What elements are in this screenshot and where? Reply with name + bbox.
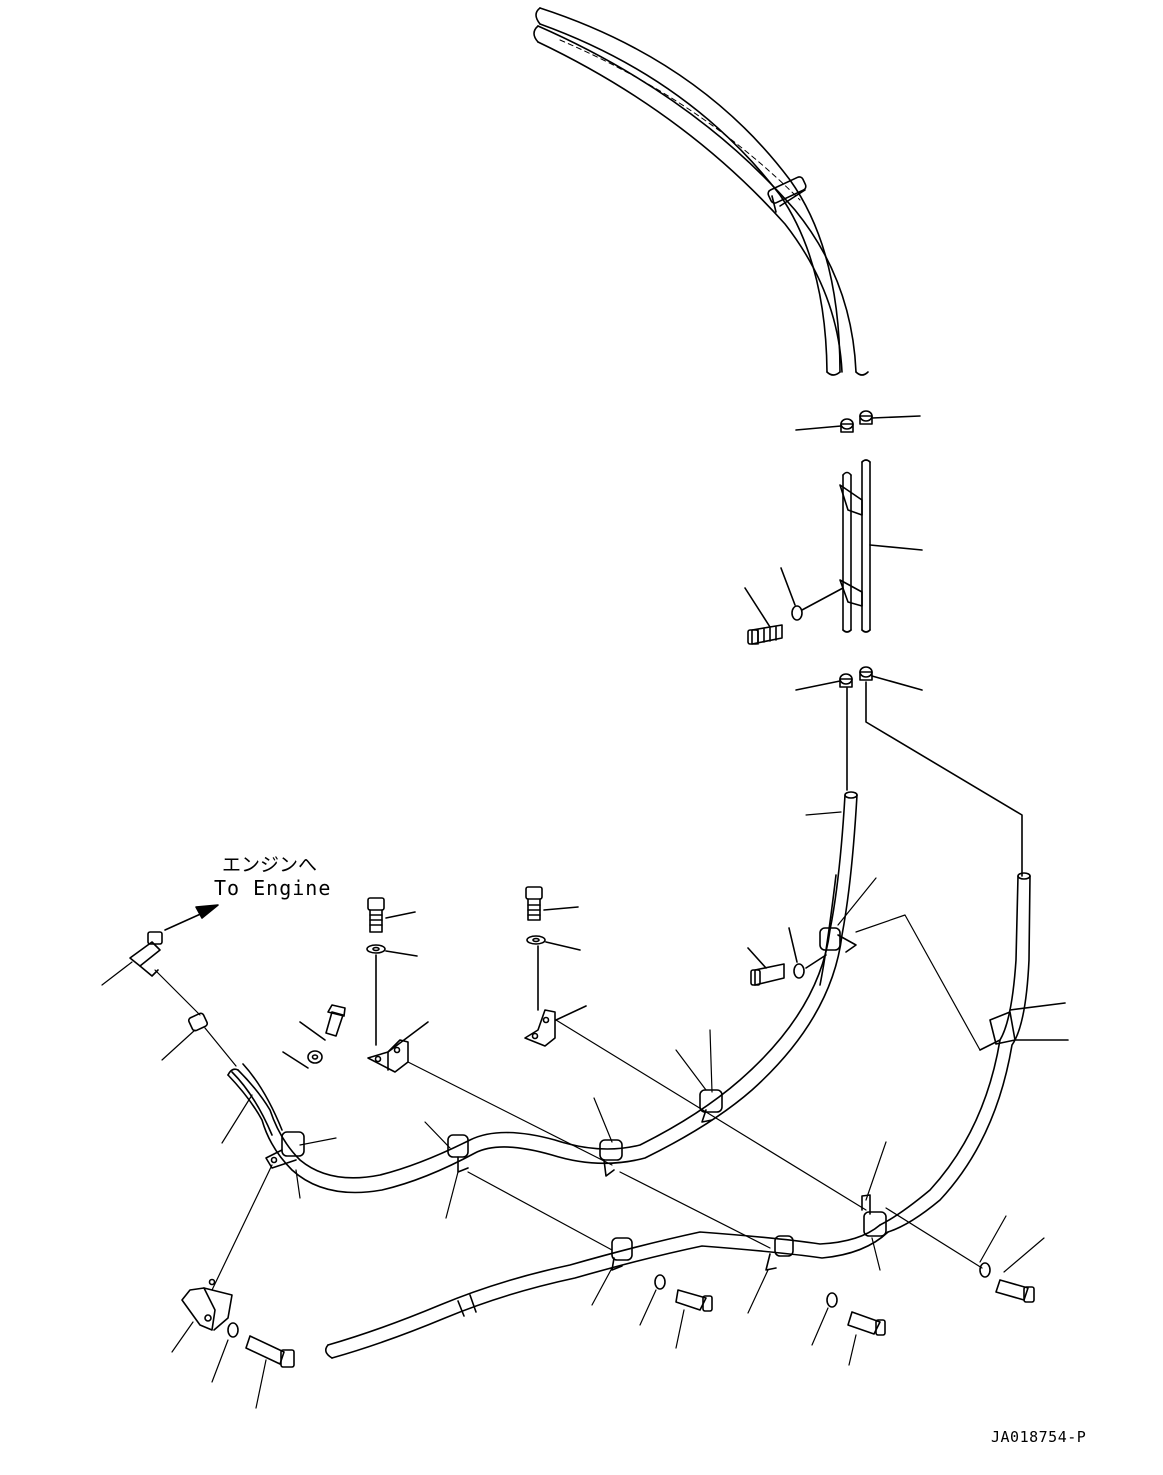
vertical-tube-assembly <box>839 459 923 633</box>
drawing-code-label: JA018754-P <box>991 1428 1087 1446</box>
lower-second-hose <box>324 1224 889 1359</box>
right-hose <box>879 872 1069 1233</box>
direction-label-jp: エンジンへ <box>222 854 318 876</box>
upper-hose-pair <box>533 7 869 376</box>
bolts <box>129 886 1035 1368</box>
hose-clamps <box>265 927 887 1271</box>
upper-fittings <box>795 410 921 433</box>
left-hose-segment <box>231 1063 283 1136</box>
to-engine-arrow <box>164 904 219 931</box>
main-hose <box>227 791 858 1194</box>
leader-lines <box>101 811 1045 1409</box>
direction-label-en: To Engine <box>214 876 332 900</box>
brackets <box>181 1009 556 1331</box>
lower-fittings <box>795 666 1023 877</box>
upper-hose-clamp <box>767 176 807 213</box>
tube-bolt <box>744 567 844 645</box>
